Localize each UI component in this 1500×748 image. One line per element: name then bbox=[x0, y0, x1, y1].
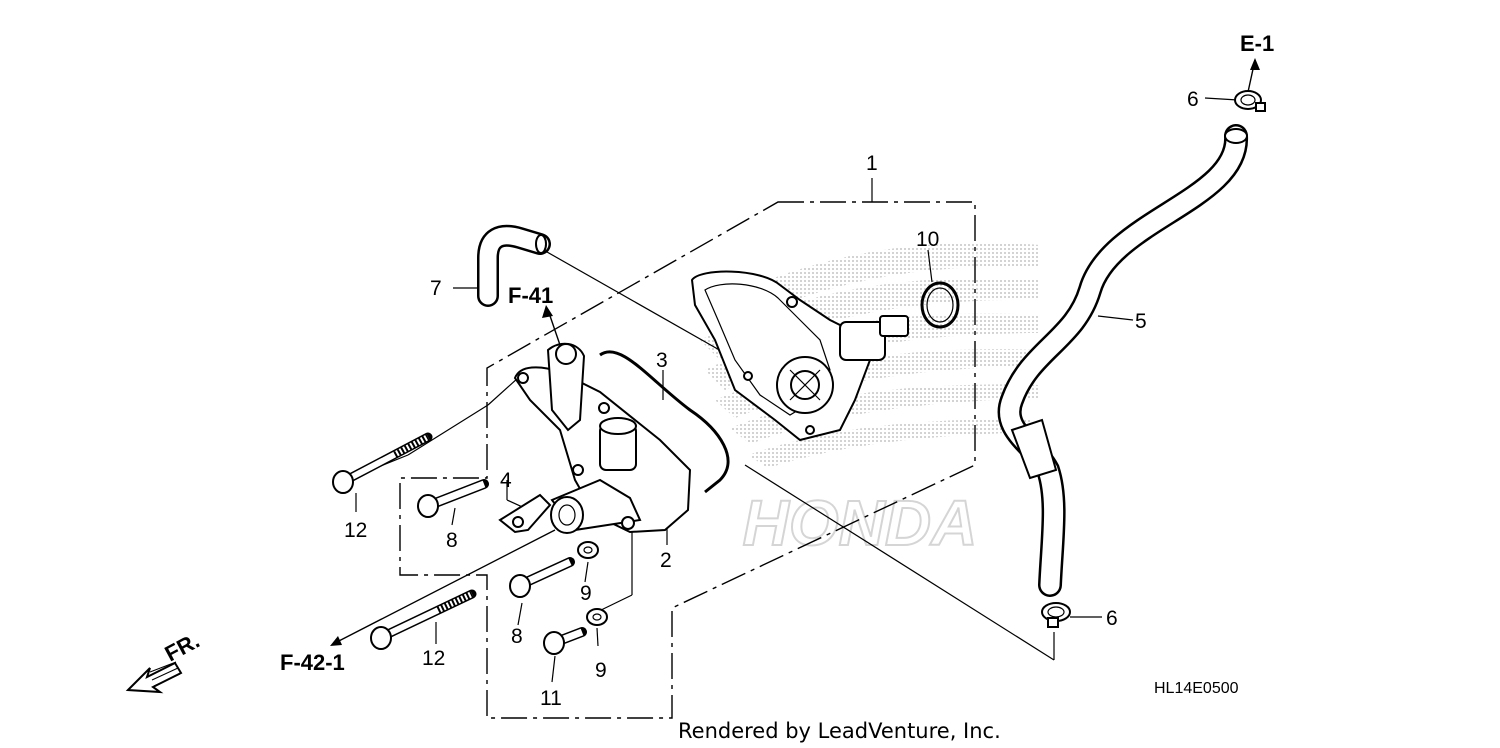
gasket bbox=[599, 350, 730, 494]
callout-3: 3 bbox=[656, 349, 668, 372]
watermark-text: HONDA bbox=[743, 487, 978, 559]
pump-cover bbox=[513, 342, 692, 534]
credit-text: Rendered by LeadVenture, Inc. bbox=[678, 719, 1001, 743]
leader-lines bbox=[355, 97, 1239, 683]
ref-f42-1: F-42-1 bbox=[280, 650, 345, 675]
front-label: FR. bbox=[161, 628, 204, 667]
bracket bbox=[498, 493, 552, 534]
reference-arrows bbox=[330, 58, 1260, 646]
callout-8-bottom: 8 bbox=[511, 625, 523, 648]
assembly-outline bbox=[399, 201, 976, 719]
ref-e1: E-1 bbox=[1240, 31, 1274, 56]
callout-10: 10 bbox=[916, 228, 939, 251]
callout-6-bottom: 6 bbox=[1106, 607, 1118, 630]
honda-watermark: HONDA bbox=[700, 242, 1040, 560]
washer-9-bottom bbox=[586, 608, 608, 626]
ref-f41: F-41 bbox=[508, 283, 553, 308]
o-ring bbox=[920, 281, 960, 329]
front-direction-arrow: FR. bbox=[125, 628, 204, 694]
washer-9-top bbox=[577, 541, 599, 559]
callout-9-bottom: 9 bbox=[595, 659, 607, 682]
bolt-11 bbox=[543, 627, 587, 655]
flange-bolt-8-top bbox=[417, 479, 489, 518]
callout-7: 7 bbox=[430, 277, 442, 300]
flange-bolt-12-bottom bbox=[370, 589, 477, 650]
diagram-code: HL14E0500 bbox=[1154, 680, 1239, 697]
hose-clamp-bottom bbox=[1041, 602, 1071, 628]
callout-2: 2 bbox=[660, 549, 672, 572]
flange-bolt-8-bottom bbox=[509, 557, 575, 598]
callout-6-top: 6 bbox=[1187, 88, 1199, 111]
hose-clamp-top bbox=[1234, 90, 1266, 112]
water-pump bbox=[690, 270, 909, 442]
breather-hose bbox=[477, 224, 551, 307]
flange-bolt-12-top bbox=[332, 432, 433, 494]
callout-5: 5 bbox=[1135, 310, 1147, 333]
callout-8-top: 8 bbox=[446, 529, 458, 552]
callout-9-top: 9 bbox=[580, 582, 592, 605]
callout-4: 4 bbox=[500, 469, 512, 492]
callout-12-bottom: 12 bbox=[422, 647, 445, 670]
callout-1: 1 bbox=[866, 152, 878, 175]
callout-12-top: 12 bbox=[344, 519, 367, 542]
callout-11: 11 bbox=[540, 687, 562, 710]
coolant-hose bbox=[997, 124, 1248, 597]
